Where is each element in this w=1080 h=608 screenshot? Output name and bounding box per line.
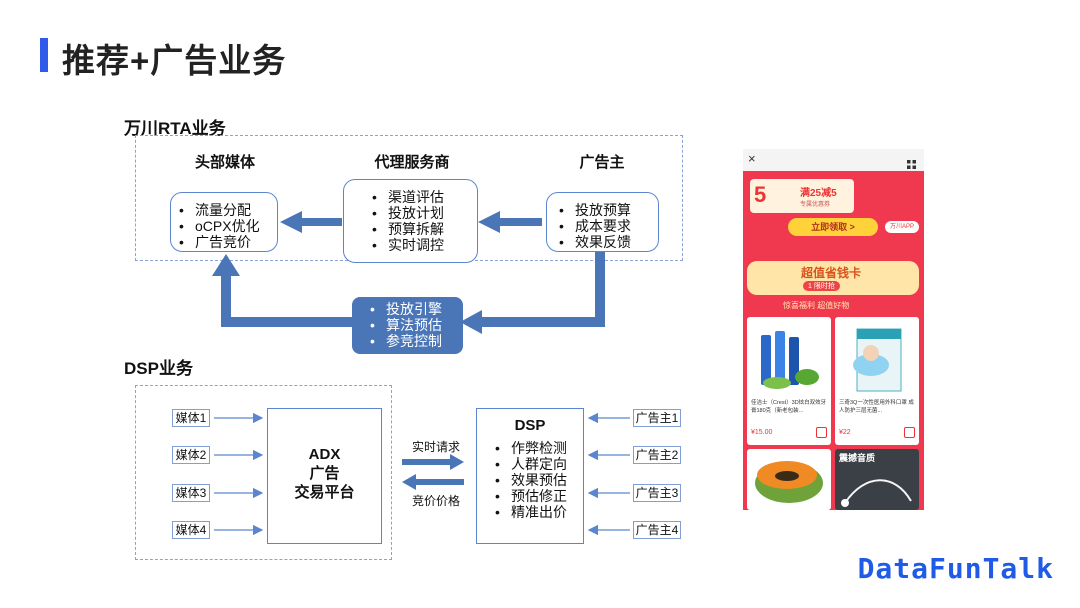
app-tag: 万川APP: [885, 221, 919, 233]
dsp-item: 人群定向: [495, 456, 583, 472]
dsp-title: DSP: [514, 417, 546, 434]
rta-media-box: 流量分配 oCPX优化 广告竞价: [170, 192, 278, 252]
coupon-text: 满25减5: [800, 188, 837, 199]
rta-agency-item: 渠道评估: [372, 189, 477, 205]
mobile-app-screenshot: × 5 满25减5 专属优惠券 立即领取 > 万川APP 超值省钱卡 1 限时抢…: [743, 149, 924, 510]
realtime-request-label: 实时请求: [412, 440, 461, 454]
dsp-media-4: 媒体4: [172, 521, 210, 539]
welfare-text: 惊喜福利 超值好物: [783, 301, 850, 310]
product-card-earphones[interactable]: 震撼音质: [835, 449, 919, 510]
coupon-value: 5: [754, 182, 767, 207]
dsp-item: 效果预估: [495, 472, 583, 488]
product-card-toothpaste[interactable]: 佳洁士（Crest）3D炫白双效牙膏180克（新老包装... ¥15.00: [747, 317, 831, 445]
rta-agency-heading: 代理服务商: [374, 154, 450, 171]
dsp-media-1: 媒体1: [172, 409, 210, 427]
product2-name: 三奇3Q一次性医用外科口罩 成人防护三层无菌...: [839, 400, 914, 414]
rta-media-item: oCPX优化: [179, 218, 277, 234]
rta-advertiser-item: 成本要求: [559, 218, 658, 234]
rta-engine-item: 参竞控制: [370, 333, 463, 349]
rta-media-item: 广告竞价: [179, 234, 277, 250]
dsp-item: 预估修正: [495, 488, 583, 504]
dsp-advertiser-4: 广告主4: [633, 521, 681, 539]
product1-name: 佳洁士（Crest）3D炫白双效牙膏180克（新老包装...: [751, 400, 827, 414]
adx-line1: ADX: [308, 446, 341, 463]
dsp-dashed-frame: [135, 385, 392, 560]
cart-icon[interactable]: [816, 427, 827, 438]
savings-card-banner[interactable]: 超值省钱卡 1 限时抢: [747, 261, 919, 295]
dsp-advertiser-3: 广告主3: [633, 484, 681, 502]
rta-media-heading: 头部媒体: [194, 154, 255, 171]
mask-box-image: [847, 325, 907, 393]
banner-title: 超值省钱卡: [801, 266, 862, 280]
dsp-item: 精准出价: [495, 504, 583, 520]
coupon-card: 5 满25减5 专属优惠券: [750, 179, 854, 213]
dsp-media-3: 媒体3: [172, 484, 210, 502]
product-card-mask[interactable]: 三奇3Q一次性医用外科口罩 成人防护三层无菌... ¥22: [835, 317, 919, 445]
dsp-advertiser-2: 广告主2: [633, 446, 681, 464]
arrow-advertiser-to-agency: [478, 211, 542, 233]
rta-engine-box: 投放引擎 算法预估 参竞控制: [352, 297, 463, 354]
dsp-advertiser-1: 广告主1: [633, 409, 681, 427]
arrow-agency-to-media: [280, 211, 342, 233]
adx-line3: 交易平台: [294, 484, 355, 501]
dsp-item: 作弊检测: [495, 440, 583, 456]
rta-advertiser-item: 效果反馈: [559, 234, 658, 250]
rta-advertiser-box: 投放预算 成本要求 效果反馈: [546, 192, 659, 252]
coupon-sub: 专属优惠券: [800, 202, 831, 208]
page-title: 推荐+广告业务: [62, 42, 287, 79]
product4-tag: 震撼音质: [839, 453, 876, 463]
cart-icon[interactable]: [904, 427, 915, 438]
rta-agency-item: 预算拆解: [372, 221, 477, 237]
grid-menu-icon[interactable]: [907, 156, 916, 169]
rta-media-item: 流量分配: [179, 202, 277, 218]
arrow-bid-to-adx: [402, 474, 464, 490]
banner-sub: 1 限时抢: [803, 281, 840, 291]
rta-engine-item: 投放引擎: [370, 301, 463, 317]
product1-price: ¥15.00: [751, 429, 773, 436]
claim-button[interactable]: 立即领取 >: [788, 218, 878, 236]
rta-section-label: 万川RTA业务: [124, 119, 226, 138]
rta-agency-item: 实时调控: [372, 237, 477, 253]
earphones-image: [841, 479, 912, 507]
close-icon[interactable]: ×: [748, 151, 756, 166]
dsp-section-label: DSP业务: [124, 359, 193, 378]
papaya-image: [755, 461, 823, 503]
dsp-media-2: 媒体2: [172, 446, 210, 464]
arrow-advertiser-to-engine: [460, 252, 605, 334]
rta-engine-item: 算法预估: [370, 317, 463, 333]
arrow-engine-to-media: [212, 254, 352, 327]
rta-advertiser-heading: 广告主: [579, 154, 625, 171]
arrow-request-to-dsp: [402, 454, 464, 470]
dsp-box: DSP 作弊检测 人群定向 效果预估 预估修正 精准出价: [476, 408, 584, 544]
title-accent-bar: [40, 38, 48, 72]
toothpaste-image: [757, 327, 821, 391]
brand-logo-text: DataFunTalk: [857, 552, 1054, 585]
adx-platform-box: ADX 广告 交易平台: [267, 408, 382, 544]
rta-agency-item: 投放计划: [372, 205, 477, 221]
product-card-papaya[interactable]: [747, 449, 831, 510]
product2-price: ¥22: [839, 429, 851, 436]
rta-agency-box: 渠道评估 投放计划 预算拆解 实时调控: [343, 179, 478, 263]
phone-top-bar: ×: [743, 149, 924, 171]
adx-line2: 广告: [309, 465, 340, 482]
rta-advertiser-item: 投放预算: [559, 202, 658, 218]
bid-price-label: 竞价价格: [412, 494, 461, 508]
